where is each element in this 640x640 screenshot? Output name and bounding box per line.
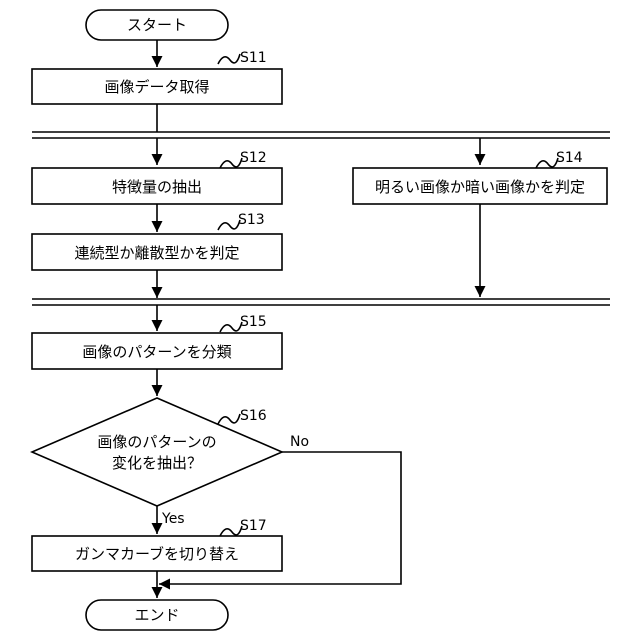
step-s13-tag-leader — [218, 220, 240, 230]
decision-s16-tag-leader — [218, 414, 240, 424]
start-label: スタート — [127, 16, 187, 34]
step-s14-label: 明るい画像か暗い画像かを判定 — [375, 178, 585, 196]
parallel-split-bar — [32, 132, 610, 138]
start-terminal: スタート — [86, 10, 228, 40]
step-s13-tag: S13 — [238, 212, 265, 228]
step-s14-tag-leader — [536, 158, 558, 168]
decision-s16-label-line1: 画像のパターンの — [97, 433, 216, 451]
decision-s16-label-line2: 変化を抽出？ — [112, 454, 202, 472]
step-s13-label: 連続型か離散型かを判定 — [74, 244, 239, 262]
branch-no-label: No — [290, 434, 309, 450]
step-s15-tag: S15 — [240, 314, 267, 330]
step-s11-tag-leader — [218, 54, 240, 64]
step-s15-label: 画像のパターンを分類 — [82, 343, 231, 361]
step-s17-label: ガンマカーブを切り替え — [75, 545, 239, 563]
step-s12-label: 特徴量の抽出 — [112, 178, 202, 196]
step-s17-tag: S17 — [240, 518, 267, 534]
step-s14-tag: S14 — [556, 150, 583, 166]
decision-s16: 画像のパターンの 変化を抽出？ S16 — [32, 398, 282, 506]
step-s17-tag-leader — [220, 526, 242, 536]
step-s12-tag: S12 — [240, 150, 267, 166]
end-terminal: エンド — [86, 600, 228, 630]
step-s11-label: 画像データ取得 — [104, 78, 209, 96]
decision-s16-tag: S16 — [240, 408, 267, 424]
step-s12-tag-leader — [220, 158, 242, 168]
step-s15-tag-leader — [220, 322, 242, 332]
parallel-join-bar — [32, 299, 610, 305]
end-label: エンド — [134, 606, 179, 624]
branch-yes-label: Yes — [161, 511, 185, 527]
step-s11-tag: S11 — [240, 50, 267, 66]
